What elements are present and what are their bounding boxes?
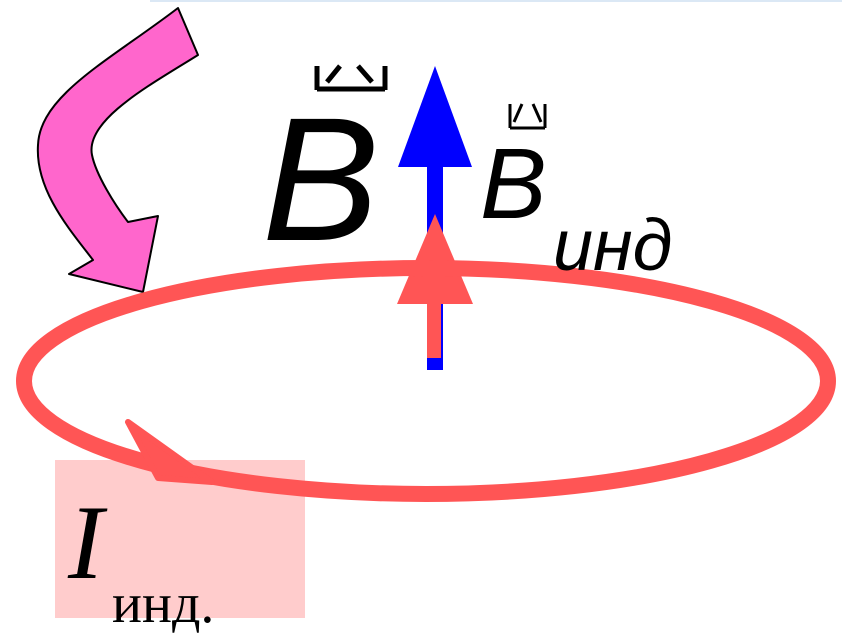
current-direction-arrow-icon (125, 419, 215, 485)
field-label: B (262, 82, 379, 278)
current-subscript: инд. (112, 573, 214, 634)
induced-field-label: B (480, 128, 547, 240)
induced-arrow-shaft (427, 298, 441, 358)
vector-arrow-icon (508, 103, 547, 130)
induced-field-subscript: инд (553, 206, 672, 286)
vector-arrow-icon (314, 64, 388, 92)
current-label: I (67, 484, 108, 601)
induced-arrow-head (397, 214, 473, 304)
field-arrow-head (398, 66, 472, 167)
curved-arrow-icon (36, 7, 199, 293)
conducting-loop (16, 260, 836, 502)
